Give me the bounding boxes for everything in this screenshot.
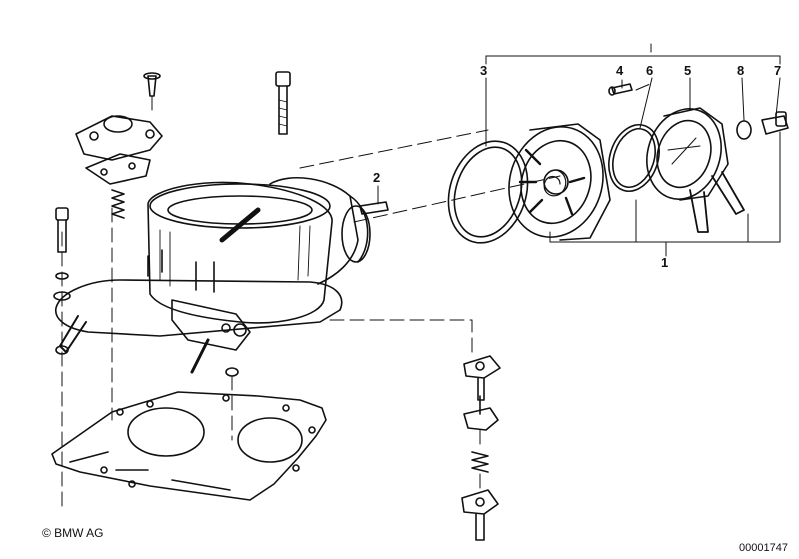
- callout-1: 1: [661, 255, 669, 270]
- carburetor-body: [55, 177, 371, 374]
- valve-assembly: [461, 355, 501, 541]
- hollow-bolt: [761, 111, 789, 135]
- callout-7: 7: [774, 63, 782, 78]
- small-insert: [359, 201, 389, 215]
- leader-lines: [61, 83, 651, 511]
- float-spring: [111, 189, 125, 219]
- document-number: 00001747: [739, 542, 788, 554]
- fillister-screw: [608, 83, 633, 96]
- sealing-ring: [736, 120, 752, 140]
- callout-leaders: [377, 43, 781, 257]
- callout-3: 3: [480, 63, 488, 78]
- callout-5: 5: [684, 63, 692, 78]
- callout-6: 6: [646, 63, 654, 78]
- flange-gasket: [447, 140, 529, 244]
- base-gasket: [51, 391, 327, 501]
- callout-8: 8: [737, 63, 745, 78]
- top-screw: [143, 72, 161, 97]
- washer-under: [225, 367, 239, 377]
- copyright-text: © BMW AG: [42, 526, 104, 540]
- callout-2: 2: [373, 170, 381, 185]
- float-cover: [75, 115, 163, 185]
- choke-cover: [646, 107, 745, 233]
- choke-housing: [508, 123, 611, 241]
- long-bolt: [275, 71, 291, 135]
- callout-4: 4: [616, 63, 624, 78]
